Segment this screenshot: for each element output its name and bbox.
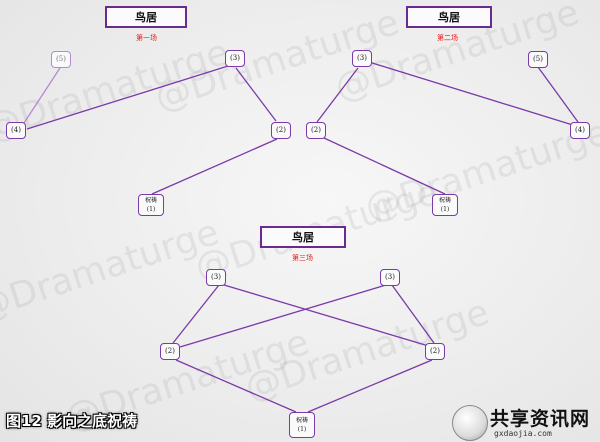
scene-title: 鸟居 [260, 226, 346, 248]
edge [307, 359, 433, 413]
node: (4) [570, 122, 590, 139]
edge [323, 137, 446, 195]
edge [368, 61, 577, 127]
node: (2) [306, 122, 326, 139]
edge [26, 65, 229, 130]
node: (2) [425, 343, 445, 360]
node: (5) [528, 51, 548, 68]
edge [151, 138, 278, 195]
node: (3) [206, 269, 226, 286]
node-label: (1) [146, 206, 156, 213]
edge [179, 284, 387, 348]
edge [235, 67, 277, 122]
scene-title: 鸟居 [406, 6, 492, 28]
node: (5) [51, 51, 71, 68]
logo-name: 共享资讯网 [490, 408, 591, 430]
logo-icon [452, 405, 488, 441]
node: (4) [6, 122, 26, 139]
node-label: 祝祷 [295, 417, 308, 424]
node-label: (1) [440, 206, 450, 213]
logo-url: gxdaojia.com [494, 429, 552, 438]
edge [391, 284, 435, 344]
edge [316, 67, 359, 123]
scene-subtitle: 第二场 [437, 34, 458, 42]
node: (3) [352, 50, 372, 67]
site-logo[interactable]: 共享资讯网 gxdaojia.com [452, 402, 598, 442]
scene-subtitle: 第三场 [292, 254, 313, 262]
scene-title: 鸟居 [105, 6, 187, 28]
scene-subtitle: 第一场 [136, 34, 157, 42]
figure-caption: 图12 影向之底祝祷 [6, 412, 138, 430]
node-label: (1) [297, 426, 307, 433]
edge [223, 284, 433, 348]
node: (3) [225, 50, 245, 67]
node-label: 祝祷 [438, 197, 451, 204]
node: (3) [380, 269, 400, 286]
edge [172, 284, 220, 344]
node: (2) [160, 343, 180, 360]
node: (2) [271, 122, 291, 139]
node-prayer: 祝祷 (1) [138, 194, 164, 216]
node-label: 祝祷 [144, 197, 157, 204]
edge [23, 67, 61, 124]
node-prayer: 祝祷 (1) [432, 194, 458, 216]
edge [537, 66, 579, 123]
node-prayer: 祝祷 (1) [289, 412, 315, 438]
edge [175, 359, 297, 413]
